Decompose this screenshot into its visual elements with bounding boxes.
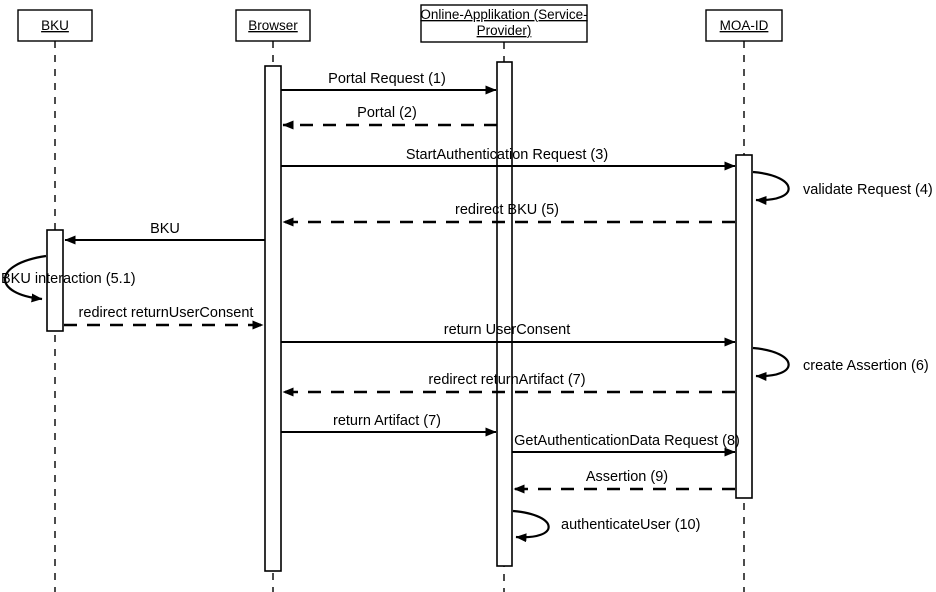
participant-heads: BKU Browser Online-Applikation (Service-… <box>17 4 783 43</box>
message-create-assertion[interactable]: create Assertion (6) <box>752 346 929 381</box>
head-label-online-app-line1: Online-Applikation (Service- <box>420 7 587 22</box>
message-label-3: StartAuthentication Request (3) <box>406 147 608 163</box>
activation-bar-bku <box>46 229 64 332</box>
message-label-9: return UserConsent <box>444 322 571 338</box>
message-label-15: authenticateUser (10) <box>561 517 700 533</box>
message-redirect-bku[interactable]: redirect BKU (5) <box>282 202 735 227</box>
message-authenticate-user[interactable]: authenticateUser (10) <box>512 509 700 543</box>
message-portal-request[interactable]: Portal Request (1) <box>281 71 497 95</box>
message-label-7: BKU interaction (5.1) <box>1 271 136 287</box>
self-loop-arc-15 <box>512 509 550 543</box>
activation-bar-browser <box>264 65 282 572</box>
message-label-6: BKU <box>150 221 180 237</box>
message-redirect-return-artifact[interactable]: redirect returnArtifact (7) <box>282 372 735 397</box>
head-label-bku: BKU <box>41 18 69 33</box>
message-bku-interaction[interactable]: BKU interaction (5.1) <box>1 254 136 303</box>
head-box-browser[interactable] <box>235 9 311 42</box>
message-label-2: Portal (2) <box>357 105 417 121</box>
message-label-4: validate Request (4) <box>803 182 933 198</box>
head-label-moa-id: MOA-ID <box>720 18 769 33</box>
message-return-artifact[interactable]: return Artifact (7) <box>281 413 497 437</box>
self-loop-arc-4 <box>752 170 790 205</box>
activation-bar-online-app <box>496 61 513 567</box>
message-redirect-return-user-consent[interactable]: redirect returnUserConsent <box>64 305 264 330</box>
message-assertion[interactable]: Assertion (9) <box>513 469 735 494</box>
message-label-12: return Artifact (7) <box>333 413 441 429</box>
message-label-5: redirect BKU (5) <box>455 202 559 218</box>
activation-bar-moa-id <box>735 154 753 499</box>
message-label-11: redirect returnArtifact (7) <box>428 372 585 388</box>
self-loop-arc-10 <box>752 346 790 381</box>
head-box-online-app[interactable] <box>420 4 588 43</box>
message-label-10: create Assertion (6) <box>803 358 929 374</box>
head-label-browser: Browser <box>248 18 298 33</box>
head-box-bku[interactable] <box>17 9 93 42</box>
message-getauthenticationdata-request[interactable]: GetAuthenticationData Request (8) <box>512 433 740 457</box>
head-label-online-app-line2: Provider) <box>477 23 532 38</box>
message-bku[interactable]: BKU <box>64 221 265 245</box>
message-label-14: Assertion (9) <box>586 469 668 485</box>
message-label-8: redirect returnUserConsent <box>79 305 254 321</box>
message-validate-request[interactable]: validate Request (4) <box>752 170 933 205</box>
message-startauthentication-request[interactable]: StartAuthentication Request (3) <box>281 147 736 171</box>
self-loop-arc-7 <box>3 254 47 303</box>
activation-bars <box>46 61 753 572</box>
head-box-moa-id[interactable] <box>705 9 783 42</box>
message-label-13: GetAuthenticationData Request (8) <box>514 433 740 449</box>
message-label-1: Portal Request (1) <box>328 71 446 87</box>
message-portal[interactable]: Portal (2) <box>282 105 497 130</box>
message-return-user-consent[interactable]: return UserConsent <box>281 322 736 347</box>
